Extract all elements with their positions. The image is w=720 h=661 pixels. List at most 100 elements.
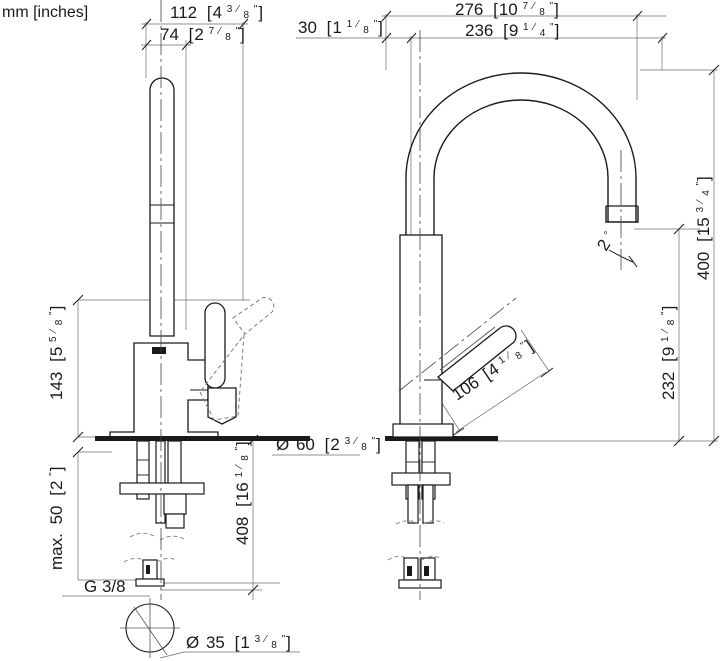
svg-text:30 [1 1: 30 [1 1 ⁄ 8 "] <box>298 12 383 37</box>
dim-236-mm: 236 <box>465 21 493 40</box>
dim-74-den: 8 <box>225 32 231 43</box>
svg-text:Ø 35 [1: Ø 35 [1 3 ⁄ 8 "] <box>186 627 291 652</box>
left-view-faucet-body <box>109 77 219 441</box>
leader-outlet-angle <box>608 249 638 268</box>
units-note-label: mm [inches] <box>2 4 88 21</box>
dim-30-mm: 30 <box>298 18 317 37</box>
dia-35-mm: 35 <box>206 633 225 652</box>
dim-112-num: 3 <box>227 4 233 15</box>
dim-276-den: 8 <box>539 7 545 18</box>
dimension-lines-top-left <box>141 22 248 330</box>
right-view-spout-arc <box>405 72 639 235</box>
dim-232-inch-whole: 9 <box>659 347 678 356</box>
dim-143-inch-whole: 5 <box>47 347 66 356</box>
right-view-shank-assembly <box>391 440 451 525</box>
svg-text:112 [4 3: 112 [4 3 ⁄ 8 "] <box>170 0 263 22</box>
dim-112-den: 8 <box>243 10 249 21</box>
left-view-shank-assembly <box>119 440 205 541</box>
dim-label-143: 143 [5 5 ⁄ 8 "] <box>41 306 66 400</box>
thread-label: G 3/8 <box>84 577 126 596</box>
dim-ticks-right-vertical <box>673 64 720 447</box>
dim-236-inch-whole: 9 <box>509 21 518 40</box>
dim-label-angle-2deg: 2 ° <box>593 229 619 255</box>
svg-text:236 [9 1: 236 [9 1 ⁄ 4 "] <box>465 15 559 40</box>
dim-74-mm: 74 <box>160 25 179 44</box>
dia-35-num: 3 <box>255 634 261 645</box>
dim-label-276: 276 [10 7 ⁄ 8 "] <box>455 0 559 19</box>
dim-74-inch-whole: 2 <box>194 25 203 44</box>
right-view-centerline <box>419 30 622 600</box>
dim-ticks-handle-106 <box>451 367 554 437</box>
right-view-handle-centerline <box>398 297 517 392</box>
dim-112-inch-whole: 4 <box>213 3 222 22</box>
dia-60-num: 3 <box>345 436 351 447</box>
dia-60-mm: 60 <box>296 435 315 454</box>
dim-400-inch-whole: 15 <box>694 217 713 236</box>
dim-400-mm: 400 <box>694 252 713 280</box>
dim-112-mm: 112 <box>170 3 197 22</box>
dim-max50-prefix: max. <box>47 533 66 570</box>
dim-143-num: 5 <box>48 336 59 342</box>
dim-143-den: 8 <box>54 319 65 325</box>
dim-276-inch-whole: 10 <box>499 0 518 19</box>
dim-276-mm: 276 <box>455 0 483 19</box>
dia-60-den: 8 <box>361 442 367 453</box>
dim-max50-mm: 50 <box>47 506 66 525</box>
right-view-column <box>399 234 443 438</box>
angle-2-symbol: ° <box>603 230 614 239</box>
dim-232-mm: 232 <box>659 372 678 400</box>
dim-ticks-top-left <box>141 18 249 51</box>
right-view-connector-detail <box>387 555 442 589</box>
dim-max50-inch-whole: 2 <box>47 481 66 490</box>
svg-text:408 [16 1: 408 [16 1 ⁄ 8 "] <box>227 441 252 545</box>
dim-276-num: 7 <box>523 1 529 12</box>
dia-35-symbol: Ø <box>186 633 199 652</box>
dim-label-232: 232 [9 1 ⁄ 8 "] <box>653 306 678 400</box>
dim-label-diameter-60: Ø 60 [2 3 ⁄ 8 "] <box>276 435 381 454</box>
dim-label-30: 30 [1 1 ⁄ 8 "] <box>298 12 383 37</box>
dim-236-den: 4 <box>540 28 546 39</box>
dim-400-den: 4 <box>701 190 712 196</box>
dim-label-max50: max. 50 [2 "] <box>47 467 66 570</box>
dia-60-symbol: Ø <box>276 435 289 454</box>
svg-text:276 [10 7: 276 [10 7 ⁄ 8 "] <box>455 0 559 19</box>
dia-60-inch-whole: 2 <box>330 435 339 454</box>
dim-143-mm: 143 <box>47 372 66 400</box>
dim-106-den: 8 <box>514 350 525 362</box>
hole-circle-symbol <box>120 598 180 658</box>
dim-408-mm: 408 <box>233 517 252 545</box>
left-view-connector-detail <box>123 557 177 587</box>
svg-text:400 [15 3: 400 [15 3 ⁄ 4 "] <box>688 176 713 280</box>
dim-408-num: 1 <box>234 472 245 478</box>
dia-35-inch-whole: 1 <box>240 633 249 652</box>
svg-text:2 °: 2 ° <box>593 229 619 255</box>
dim-30-inch-whole: 1 <box>332 18 341 37</box>
dim-label-408: 408 [16 1 ⁄ 8 "] <box>227 441 252 545</box>
dimension-lines-top-right <box>296 14 666 330</box>
dim-label-400: 400 [15 3 ⁄ 4 "] <box>688 176 713 280</box>
dim-408-inch-whole: 16 <box>233 482 252 501</box>
leader-thread <box>62 582 280 597</box>
dim-label-112: 112 [4 3 ⁄ 8 "] <box>170 0 263 22</box>
dim-408-den: 8 <box>240 455 251 461</box>
dim-label-diameter-35: Ø 35 [1 3 ⁄ 8 "] <box>186 627 291 652</box>
right-view-handle <box>424 325 517 392</box>
dim-106-num: 1 <box>496 354 507 366</box>
dim-74-num: 7 <box>209 26 215 37</box>
dim-label-236: 236 [9 1 ⁄ 4 "] <box>465 15 559 40</box>
svg-text:74 [2 7: 74 [2 7 ⁄ 8 "] <box>160 19 245 44</box>
dim-232-den: 8 <box>666 319 677 325</box>
dia-35-den: 8 <box>271 640 277 651</box>
left-view-handle-ghost <box>199 297 275 421</box>
svg-text:143 [5 5: 143 [5 5 ⁄ 8 "] <box>41 306 66 400</box>
dimension-line-408 <box>160 440 262 600</box>
dim-ticks-left-vertical <box>72 294 84 458</box>
right-view-deck-plate <box>385 423 498 441</box>
svg-text:232 [9 1: 232 [9 1 ⁄ 8 "] <box>653 306 678 400</box>
leader-hole-diameter <box>159 651 300 659</box>
svg-text:max. 50 [2: max. 50 [2 "] <box>47 467 66 570</box>
dim-ticks-top-right <box>381 10 668 44</box>
dim-236-num: 1 <box>523 22 529 33</box>
